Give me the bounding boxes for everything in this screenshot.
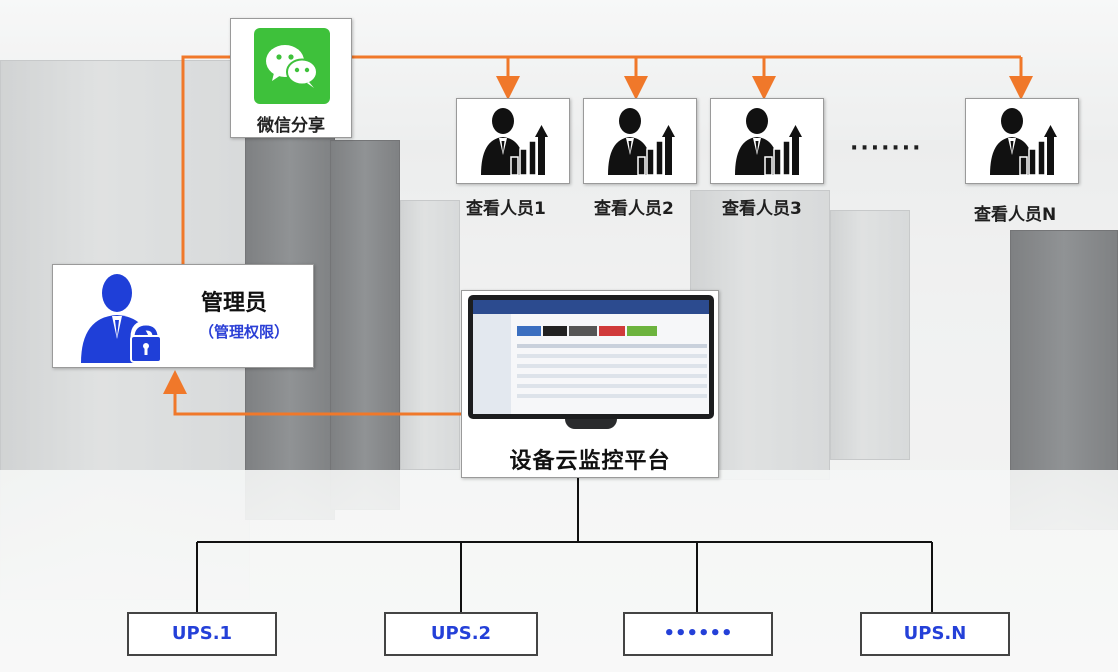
admin-title: 管理员: [201, 291, 268, 316]
viewer-analytics-icon: [608, 108, 675, 176]
server-rack: [400, 200, 460, 470]
ups-unit-1: UPS.1: [127, 612, 277, 656]
admin-to-wechat-line: [181, 55, 230, 264]
viewer-label-n: 查看人员N: [974, 205, 1057, 225]
monitor-screen: [473, 300, 709, 414]
server-rack: [830, 210, 910, 460]
monitor-icon: [468, 295, 714, 419]
wechat-icon: [254, 28, 330, 104]
ups-unit-n: UPS.N: [860, 612, 1010, 656]
platform-label: 设备云监控平台: [509, 449, 671, 474]
viewer-analytics-icon: [990, 108, 1057, 176]
viewer-label-2: 查看人员2: [594, 199, 674, 219]
wechat-share-node: 微信分享: [230, 18, 352, 138]
viewer-card-1: [456, 98, 570, 184]
platform-to-admin-arrow: [163, 370, 461, 416]
viewer-label-3: 查看人员3: [722, 199, 802, 219]
viewer-ellipsis: ·······: [850, 136, 923, 161]
wechat-share-label: 微信分享: [257, 116, 325, 136]
viewer-analytics-icon: [481, 108, 548, 176]
ups-unit-2: UPS.2: [384, 612, 538, 656]
admin-subtitle: （管理权限）: [199, 323, 290, 341]
admin-node: 管理员 （管理权限）: [52, 264, 314, 368]
admin-lock-icon: [81, 274, 162, 363]
cloud-platform-node: 设备云监控平台: [461, 290, 719, 478]
viewer-label-1: 查看人员1: [466, 199, 546, 219]
viewer-card-3: [710, 98, 824, 184]
viewer-card-n: [965, 98, 1079, 184]
viewer-card-2: [583, 98, 697, 184]
viewer-analytics-icon: [735, 108, 802, 176]
ups-ellipsis: ••••••: [623, 612, 773, 656]
server-rack: [330, 140, 400, 510]
